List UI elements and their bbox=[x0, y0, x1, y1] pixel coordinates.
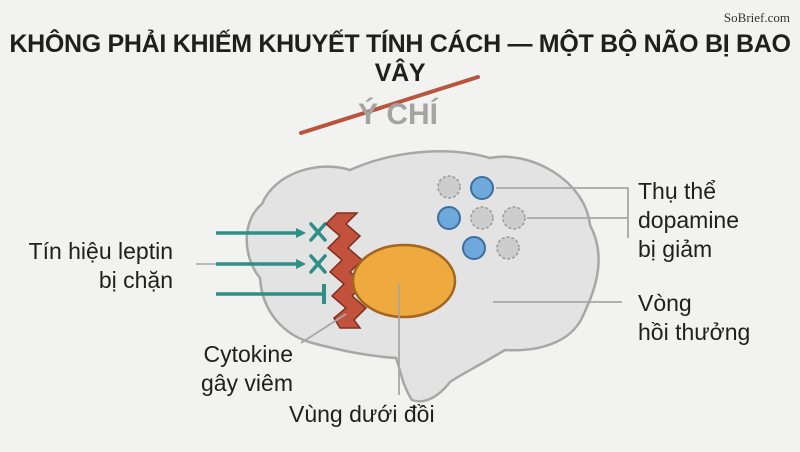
leptin-label-line-2: bị chặn bbox=[98, 267, 173, 293]
brand-watermark: SoBrief.com bbox=[723, 10, 790, 25]
receptor-active-2 bbox=[437, 206, 461, 230]
dopamine-label-line-3: bị giảm bbox=[638, 236, 713, 262]
receptor-dashed-3 bbox=[502, 206, 526, 230]
hypothalamus-label: Vùng dưới đồi bbox=[289, 401, 435, 427]
leptin-label: Tín hiệu leptin bị chặn bbox=[29, 237, 173, 295]
inflammation-zigzag bbox=[324, 212, 368, 329]
receptor-active-3 bbox=[462, 236, 486, 260]
cytokine-label-line-1: Cytokine bbox=[203, 341, 293, 367]
reward-label: Vòng hồi thưởng bbox=[638, 289, 750, 347]
dopamine-label-line-1: Thụ thể bbox=[638, 178, 716, 204]
receptor-dashed-2 bbox=[470, 206, 494, 230]
hypothalamus bbox=[351, 243, 457, 319]
block-x-mark-1 bbox=[309, 222, 327, 242]
cytokine-label-line-2: gây viêm bbox=[200, 370, 293, 396]
dopamine-label-line-2: dopamine bbox=[638, 207, 740, 233]
dopamine-bracket bbox=[496, 187, 629, 238]
cytokine-label: Cytokine gây viêm bbox=[201, 340, 293, 398]
receptor-dashed-4 bbox=[496, 236, 520, 260]
receptor-active-1 bbox=[470, 176, 494, 200]
receptor-dashed-1 bbox=[437, 175, 461, 199]
strike-line bbox=[299, 75, 480, 135]
dopamine-label: Thụ thể dopamine bị giảm bbox=[638, 177, 739, 264]
reward-label-line-2: hồi thưởng bbox=[638, 319, 751, 345]
cytokine-leader bbox=[300, 313, 347, 344]
page-title: KHÔNG PHẢI KHIẾM KHUYẾT TÍNH CÁCH — MỘT … bbox=[9, 30, 791, 87]
block-x-mark-2 bbox=[309, 254, 327, 274]
reward-label-line-1: Vòng bbox=[638, 290, 692, 316]
crossed-word: Ý CHÍ bbox=[358, 97, 439, 131]
leptin-label-line-1: Tín hiệu leptin bbox=[28, 238, 173, 264]
